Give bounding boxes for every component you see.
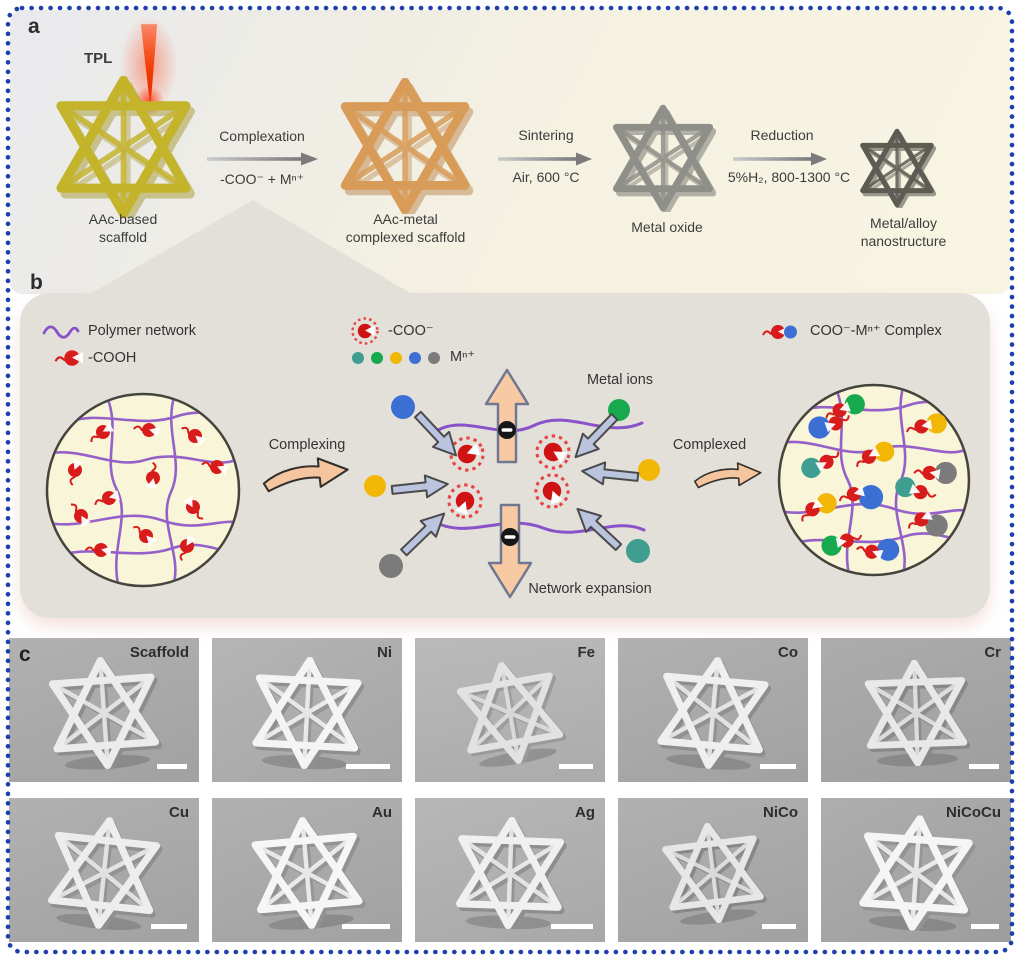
complexed-label: Complexed: [672, 437, 747, 453]
panel-c: c Scaffold Ni Fe Co Cr Cu: [9, 638, 1011, 942]
scale-bar: [971, 924, 999, 929]
metal-ions-label: Metal ions: [586, 372, 654, 388]
scale-bar: [346, 764, 390, 769]
sem-image-nico: NiCo: [618, 798, 808, 942]
scale-bar: [969, 764, 999, 769]
sem-image-ag: Ag: [415, 798, 605, 942]
legend-cooh: -COOH: [88, 350, 137, 366]
panel-c-label: c: [19, 643, 31, 666]
callout-triangle: [85, 200, 417, 297]
legend-metal-ions: Mⁿ⁺: [450, 349, 476, 365]
scale-bar: [762, 924, 796, 929]
scale-bar: [551, 924, 593, 929]
network-expansion-label: Network expansion: [528, 581, 652, 597]
sem-image-cu: Cu: [9, 798, 199, 942]
expansion-arrow-up-icon: [484, 368, 530, 464]
coo-burst-4: [534, 473, 570, 509]
scale-bar: [151, 924, 187, 929]
hydrogel-circle-after: [777, 383, 971, 577]
sem-image-nicocu: NiCoCu: [821, 798, 1011, 942]
ion-blue: [391, 395, 415, 419]
sem-image-scaffold: c Scaffold: [9, 638, 199, 782]
scale-bar: [559, 764, 593, 769]
coo-burst-2: [535, 434, 571, 470]
polymer-network-icon: [42, 325, 80, 339]
scale-bar: [157, 764, 187, 769]
scale-bar: [760, 764, 796, 769]
ion-gray: [379, 554, 403, 578]
sem-image-au: Au: [212, 798, 402, 942]
scale-bar: [342, 924, 390, 929]
legend-coo: -COO⁻: [388, 323, 434, 339]
sem-image-co: Co: [618, 638, 808, 782]
complexed-arrow-icon: [692, 460, 763, 490]
sem-image-cr: Cr: [821, 638, 1011, 782]
complex-icon: [762, 324, 797, 340]
coo-burst-3: [447, 483, 483, 519]
ion-teal: [626, 539, 650, 563]
coo-icon: [351, 317, 379, 345]
legend-polymer-network: Polymer network: [88, 323, 196, 339]
ion-yellow-right: [638, 459, 660, 481]
panel-b-label: b: [30, 271, 43, 294]
ion-yellow-left: [364, 475, 386, 497]
legend-complex: COO⁻-Mⁿ⁺ Complex: [810, 323, 942, 339]
sem-image-fe: Fe: [415, 638, 605, 782]
hydrogel-circle-before: [45, 392, 241, 588]
sem-image-ni: Ni: [212, 638, 402, 782]
cooh-icon: [54, 349, 85, 367]
